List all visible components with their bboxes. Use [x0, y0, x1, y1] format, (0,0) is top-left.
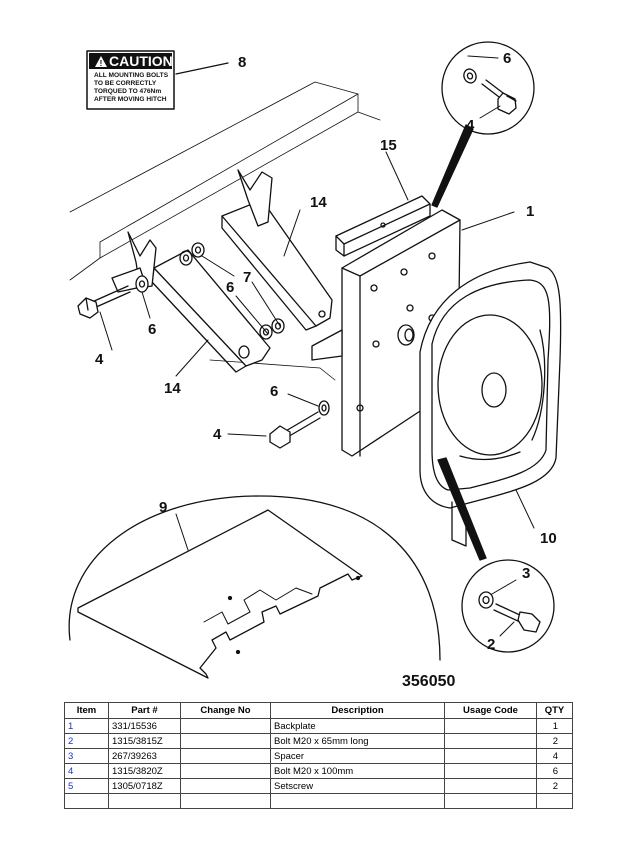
caution-line: TORQUED TO 476Nm — [94, 88, 161, 95]
change-no-cell — [180, 763, 271, 779]
table-row: 3 267/39263 Spacer 4 — [64, 748, 573, 764]
column-header-qty: QTY — [536, 702, 573, 719]
figure-number: 356050 — [402, 673, 455, 690]
hitch-plate — [419, 261, 562, 547]
qty-cell: 4 — [536, 748, 573, 764]
callout-9: 9 — [159, 499, 167, 516]
part-number-cell: 1305/0718Z — [108, 778, 181, 794]
callout-6: 6 — [270, 383, 278, 400]
warning-triangle-icon — [95, 56, 107, 67]
callout-14: 14 — [164, 380, 181, 397]
change-no-cell — [180, 793, 271, 809]
caution-line: TO BE CORRECTLY — [94, 80, 157, 87]
table-header-row: Item Part # Change No Description Usage … — [64, 702, 573, 719]
callout-4: 4 — [213, 426, 222, 443]
part-number-cell — [108, 793, 181, 809]
exploded-parts-drawing: ! CAUTION ALL MOUNTING BOLTS TO BE CORRE… — [68, 41, 562, 690]
bolt-left — [77, 285, 131, 319]
qty-cell: 1 — [536, 718, 573, 734]
qty-cell — [536, 793, 573, 809]
usage-code-cell — [444, 748, 537, 764]
description-cell: Setscrew — [270, 778, 445, 794]
column-header-usage-code: Usage Code — [444, 702, 537, 719]
column-header-item: Item — [64, 702, 109, 719]
description-cell: Bolt M20 x 65mm long — [270, 733, 445, 749]
callout-15: 15 — [380, 137, 397, 154]
item-link[interactable]: 4 — [64, 763, 109, 779]
qty-cell: 2 — [536, 778, 573, 794]
callout-4: 4 — [466, 117, 475, 134]
callout-1: 1 — [526, 203, 534, 220]
usage-code-cell — [444, 793, 537, 809]
callout-10: 10 — [540, 530, 557, 547]
usage-code-cell — [444, 763, 537, 779]
item-link[interactable]: 3 — [64, 748, 109, 764]
usage-code-cell — [444, 718, 537, 734]
part-number-cell: 331/15536 — [108, 718, 181, 734]
link-arm-upper — [221, 169, 333, 331]
qty-cell: 2 — [536, 733, 573, 749]
column-header-part-number: Part # — [108, 702, 181, 719]
table-row: 1 331/15536 Backplate 1 — [64, 718, 573, 734]
part-number-cell: 1315/3820Z — [108, 763, 181, 779]
usage-code-cell — [444, 733, 537, 749]
item-link[interactable]: 2 — [64, 733, 109, 749]
qty-cell: 6 — [536, 763, 573, 779]
item-link — [64, 793, 109, 809]
detail-circle-top — [431, 41, 535, 208]
callout-6: 6 — [226, 279, 234, 296]
parts-list-table: Item Part # Change No Description Usage … — [64, 702, 573, 809]
spacers-and-washers — [135, 242, 330, 416]
callout-4: 4 — [95, 351, 104, 368]
table-row: 4 1315/3820Z Bolt M20 x 100mm 6 — [64, 763, 573, 779]
table-row — [64, 793, 573, 809]
change-no-cell — [180, 733, 271, 749]
part-number-cell: 267/39263 — [108, 748, 181, 764]
callout-6: 6 — [503, 50, 511, 67]
change-no-cell — [180, 718, 271, 734]
part-number-cell: 1315/3815Z — [108, 733, 181, 749]
callout-6: 6 — [148, 321, 156, 338]
bolt-lower — [269, 411, 321, 449]
item-link[interactable]: 5 — [64, 778, 109, 794]
caution-title: CAUTION — [109, 53, 173, 69]
callout-3: 3 — [522, 565, 530, 582]
change-no-cell — [180, 748, 271, 764]
callout-8: 8 — [238, 54, 246, 71]
detail-circle-bottom — [437, 457, 555, 653]
part-15-bar — [335, 195, 431, 257]
column-header-change-no: Change No — [180, 702, 271, 719]
description-cell — [270, 793, 445, 809]
callout-7: 7 — [243, 269, 251, 286]
description-cell: Spacer — [270, 748, 445, 764]
caution-decal: ! CAUTION ALL MOUNTING BOLTS TO BE CORRE… — [86, 50, 175, 110]
caution-line: ALL MOUNTING BOLTS — [94, 72, 169, 79]
table-row: 2 1315/3815Z Bolt M20 x 65mm long 2 — [64, 733, 573, 749]
item-link[interactable]: 1 — [64, 718, 109, 734]
change-no-cell — [180, 778, 271, 794]
leader-lines — [99, 55, 535, 637]
description-cell: Backplate — [270, 718, 445, 734]
usage-code-cell — [444, 778, 537, 794]
callout-14: 14 — [310, 194, 327, 211]
column-header-description: Description — [270, 702, 445, 719]
caution-line: AFTER MOVING HITCH — [94, 96, 167, 103]
callout-2: 2 — [487, 636, 495, 653]
svg-text:!: ! — [100, 59, 103, 68]
floor-sheet — [68, 495, 441, 679]
description-cell: Bolt M20 x 100mm — [270, 763, 445, 779]
table-row: 5 1305/0718Z Setscrew 2 — [64, 778, 573, 794]
